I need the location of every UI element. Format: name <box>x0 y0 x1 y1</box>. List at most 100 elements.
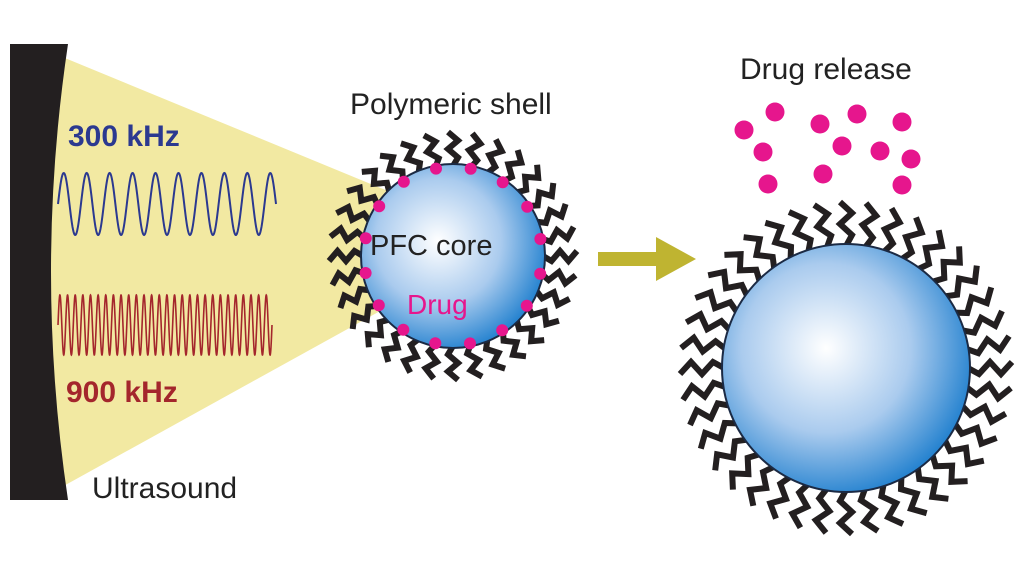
polymer-chain <box>361 167 393 194</box>
polymer-chain <box>929 453 968 485</box>
drug-dot <box>813 164 833 184</box>
drug-dot <box>892 112 912 132</box>
polymer-chain <box>914 466 949 502</box>
polymer-chain <box>897 476 928 517</box>
drug-dot <box>359 232 372 245</box>
drug-dots-on-shell <box>359 162 547 350</box>
polymer-chain <box>679 333 728 356</box>
polymer-chain <box>541 246 580 266</box>
polymer-chain <box>857 487 880 534</box>
pfc-core-small <box>360 163 546 349</box>
wave-300khz <box>57 171 277 237</box>
drug-dot <box>753 142 773 162</box>
polymer-chain <box>835 488 857 537</box>
polymer-chain <box>952 421 998 448</box>
polymeric-shell-large <box>677 199 1015 537</box>
polymer-chain <box>858 201 881 250</box>
drug-dot <box>870 141 890 161</box>
polymer-chain <box>501 149 526 184</box>
ultrasound-beam <box>48 56 400 488</box>
polymer-chain <box>533 288 571 310</box>
drug-dot <box>372 299 385 312</box>
polymer-chain <box>421 342 442 381</box>
polymer-chain <box>443 344 463 383</box>
pfc-core-label: PFC core <box>370 230 493 262</box>
polymer-chain <box>899 216 926 262</box>
polymer-chain <box>482 338 507 372</box>
drug-dot <box>901 149 921 169</box>
drug-dot <box>521 200 534 213</box>
drug-dot <box>832 136 852 156</box>
drug-dot <box>373 200 386 213</box>
transition-arrow <box>598 237 696 281</box>
polymer-chain <box>961 309 1005 336</box>
polymer-chain <box>540 225 577 246</box>
polymer-chain <box>931 246 963 285</box>
polymeric-shell-label: Polymeric shell <box>350 88 552 121</box>
polymer-chain <box>539 267 578 288</box>
pfc-core-large <box>721 243 971 493</box>
polymer-chain <box>764 219 795 260</box>
polymer-chain <box>729 451 761 490</box>
drug-dot <box>464 162 477 175</box>
polymeric-shell-small <box>326 129 580 383</box>
drug-dot <box>810 114 830 134</box>
drug-dot <box>496 176 509 189</box>
drug-dot <box>429 337 442 350</box>
polymer-chain <box>954 286 995 317</box>
drug-dot <box>359 267 372 279</box>
polymer-chain <box>328 224 367 245</box>
polymer-chain <box>944 265 980 300</box>
drug-release-label: Drug release <box>740 53 912 86</box>
polymer-chain <box>443 129 463 168</box>
ultrasound-label: Ultrasound <box>92 472 238 505</box>
transducer <box>10 44 68 500</box>
polymer-chain <box>835 199 857 248</box>
drug-dot <box>534 233 547 245</box>
polymer-chain <box>694 288 740 315</box>
wave-900khz <box>57 293 273 357</box>
polymer-chain <box>941 438 985 468</box>
polymer-chain <box>880 206 904 255</box>
polymer-chain <box>500 330 527 360</box>
polymer-chain <box>684 310 733 334</box>
polymer-chain <box>687 400 731 427</box>
drug-dot <box>734 120 754 140</box>
polymer-chain <box>535 202 569 227</box>
polymer-chain <box>525 304 560 329</box>
polymer-chain <box>485 138 507 176</box>
polymer-chain <box>964 380 1013 403</box>
polymer-chain <box>337 285 371 310</box>
drug-dot <box>397 323 410 336</box>
polymer-chain <box>329 266 366 287</box>
polymer-chain <box>346 183 381 208</box>
polymer-chain <box>787 209 814 253</box>
polymer-chain <box>464 131 485 170</box>
frequency-label-300khz: 300 kHz <box>68 120 180 153</box>
polymer-chain <box>916 229 946 273</box>
drug-dot <box>496 324 509 337</box>
drug-label: Drug <box>407 289 468 320</box>
polymer-chain <box>746 463 776 507</box>
polymer-chain <box>677 357 726 379</box>
polymer-chain <box>399 140 424 174</box>
drug-dot <box>892 175 912 195</box>
polymer-chain <box>811 486 834 535</box>
polymer-chain <box>959 402 1008 426</box>
polymer-chain <box>422 132 443 169</box>
drug-dot <box>397 175 410 188</box>
drug-dot <box>464 337 476 350</box>
polymer-chain <box>712 436 748 471</box>
polymer-chain <box>364 316 391 348</box>
frequency-label-900khz: 900 kHz <box>66 376 178 409</box>
polymer-chain <box>513 318 545 345</box>
drug-dot <box>765 102 785 122</box>
polymer-chain <box>379 152 406 182</box>
polymer-chain <box>463 343 484 380</box>
polymer-chain <box>326 246 365 266</box>
polymer-chain <box>788 481 812 530</box>
polymer-chain <box>707 268 751 298</box>
polymer-chain <box>878 483 905 527</box>
polymer-chain <box>399 336 421 374</box>
